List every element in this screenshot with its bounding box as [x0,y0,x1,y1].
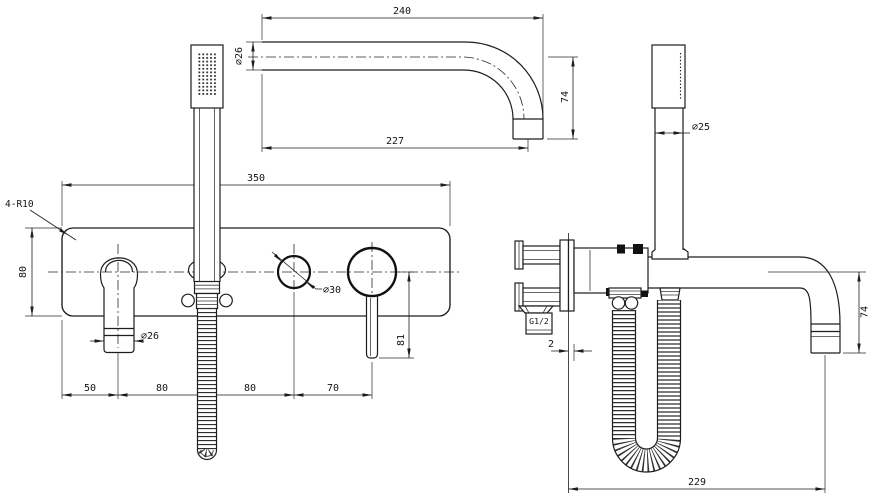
dim-350: 350 [61,173,451,226]
spray-face [198,53,217,97]
dim-label-dia26-front: ⌀26 [141,331,159,342]
spout-profile-body [248,41,544,140]
dim-label-74-side: 74 [860,306,871,318]
escutcheon-edge [567,239,575,312]
mixer-handle-front: 81 [346,242,414,359]
dim-label-2: 2 [548,339,554,350]
diverter-knob: ⌀30 [271,244,341,296]
dim-label-240: 240 [393,6,411,17]
shower-hose-side [608,287,682,473]
dim-dia26-front: ⌀26 [90,331,159,343]
handshower-front [181,44,233,461]
dim-2: 2 [548,339,592,361]
dim-label-80a: 80 [156,383,168,394]
dim-label-229: 229 [688,477,706,488]
dim-4r10: 4-R10 [5,199,77,241]
holder-nut [193,280,221,295]
dim-229: 229 [568,355,826,493]
dim-label-dia26-top: ⌀26 [234,47,245,65]
dim-80-height: 80 [18,227,62,317]
dim-label-50: 50 [84,383,96,394]
dim-label-dia25: ⌀25 [692,122,710,133]
dim-74-side: 74 [768,271,871,354]
dim-label-74-top: 74 [560,91,571,103]
handshower-side: ⌀25 [651,44,710,260]
handshower-head-side [651,44,686,109]
dim-label-227: 227 [386,136,404,147]
dim-label-dia30: ⌀30 [323,285,341,296]
inwall-valve: G1/2 [514,239,575,335]
dim-label-g12: G1/2 [529,316,549,326]
holder-block [651,248,689,260]
dim-dia26-top: ⌀26 [234,41,262,71]
spout-front [99,244,139,354]
front-view: 350 80 50 80 80 [5,44,462,461]
dim-label-70: 70 [327,383,339,394]
hose-nut-wing-right [219,293,233,308]
dim-label-81: 81 [396,334,407,346]
dim-label-4r10: 4-R10 [5,199,34,210]
dim-label-350: 350 [247,173,265,184]
spout-centerline [248,56,525,120]
dim-label-80b: 80 [244,383,256,394]
hose-nut-wing-left [181,293,195,308]
dim-74-top: 74 [547,56,578,140]
g-half-connector [525,312,553,335]
dim-227: 227 [261,74,529,152]
dim-240: 240 [261,6,544,117]
dim-label-80-height: 80 [18,266,29,278]
spout-profile-view: 240 227 74 ⌀26 [234,6,578,152]
side-view: G1/2 [514,44,871,493]
shower-hose-front [196,308,218,461]
